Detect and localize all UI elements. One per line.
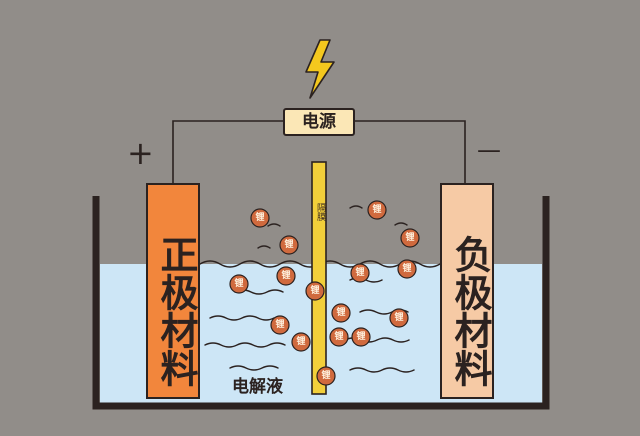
ion-13 (329, 327, 349, 347)
ion-4 (400, 228, 420, 248)
negative-electrode-label: 负极材料 (448, 235, 492, 387)
ion-7 (350, 263, 370, 283)
ion-9 (305, 281, 325, 301)
lightning-bolt-icon (305, 39, 335, 99)
ion-6 (229, 274, 249, 294)
ion-11 (389, 308, 409, 328)
ion-label: 锂 (336, 308, 346, 318)
ion-label: 锂 (394, 313, 404, 323)
positive-wire (172, 120, 283, 184)
ion-label: 锂 (296, 337, 306, 347)
negative-electrode (440, 183, 494, 399)
ion-15 (351, 327, 371, 347)
ion-3 (367, 200, 387, 220)
ion-label: 锂 (255, 213, 265, 223)
ion-8 (397, 259, 417, 279)
power-source-label: 电源 (302, 112, 336, 132)
ion-label: 锂 (355, 268, 365, 278)
power-source-box (283, 108, 355, 136)
lithium-ions (229, 200, 420, 386)
ion-label: 锂 (275, 320, 285, 330)
separator-membrane (311, 161, 327, 395)
ion-label: 锂 (284, 240, 294, 250)
ion-label: 锂 (356, 332, 366, 342)
ion-12 (270, 315, 290, 335)
electrolyte-label: 电解液 (232, 377, 283, 397)
separator-label: 隔膜 (315, 203, 325, 221)
negative-sign: — (477, 136, 501, 164)
ion-14 (291, 332, 311, 352)
ion-2 (279, 235, 299, 255)
ion-10 (331, 303, 351, 323)
ion-label: 锂 (372, 205, 382, 215)
positive-electrode (146, 183, 200, 399)
positive-sign: + (127, 134, 154, 172)
negative-wire (355, 120, 466, 184)
ion-5 (276, 266, 296, 286)
ion-label: 锂 (234, 279, 244, 289)
ion-1 (250, 208, 270, 228)
ion-label: 锂 (281, 271, 291, 281)
ion-label: 锂 (321, 371, 331, 381)
ion-16 (316, 366, 336, 386)
ion-label: 锂 (402, 264, 412, 274)
ion-label: 锂 (405, 233, 415, 243)
ion-label: 锂 (310, 286, 320, 296)
positive-electrode-label: 正极材料 (154, 235, 198, 387)
ion-label: 锂 (334, 332, 344, 342)
container-outline (92, 196, 550, 410)
